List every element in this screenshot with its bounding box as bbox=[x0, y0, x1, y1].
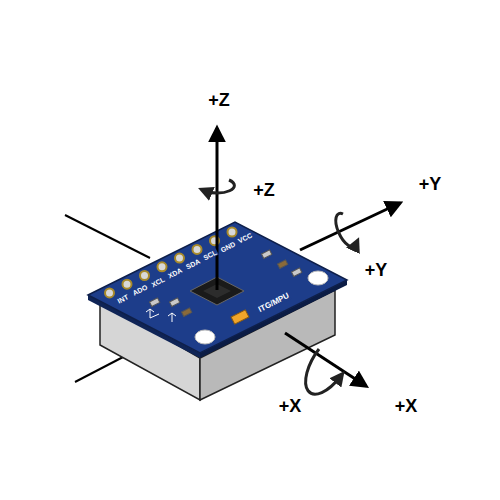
smd-resistor bbox=[262, 250, 272, 259]
axis-symbol bbox=[168, 313, 176, 322]
x-axis-line bbox=[65, 215, 150, 258]
pin-hole bbox=[105, 288, 114, 297]
axis-label: +Z bbox=[252, 181, 276, 199]
x-axis-arrow bbox=[285, 333, 366, 386]
led bbox=[231, 310, 249, 324]
axis-label: +X bbox=[278, 397, 303, 415]
z-rotation-arrow bbox=[205, 180, 234, 193]
pin-hole bbox=[175, 254, 184, 263]
pin-hole bbox=[123, 280, 132, 289]
axis-label: +X bbox=[394, 397, 419, 415]
mounting-hole bbox=[308, 271, 328, 285]
y-rotation-arrow bbox=[336, 213, 356, 246]
smd-capacitor bbox=[182, 308, 192, 317]
y-axis-arrow bbox=[300, 203, 400, 250]
z-axis-arrow bbox=[216, 128, 219, 290]
smd-resistor bbox=[150, 298, 160, 307]
axis-symbol bbox=[146, 309, 159, 318]
silkscreen-axes bbox=[146, 309, 176, 322]
axis-label: +Y bbox=[364, 261, 389, 279]
pin-hole bbox=[193, 245, 202, 254]
pin-hole bbox=[158, 262, 167, 271]
pin-hole bbox=[228, 228, 237, 237]
pin-hole bbox=[140, 271, 149, 280]
smd-parts bbox=[150, 250, 302, 324]
mounting-hole bbox=[195, 330, 215, 344]
smd-resistor bbox=[170, 298, 180, 307]
axis-label: +Y bbox=[418, 175, 443, 193]
x-rotation-arrow bbox=[306, 349, 340, 394]
smd-capacitor bbox=[278, 260, 288, 269]
smd-resistor bbox=[292, 268, 302, 277]
axis-label: +Z bbox=[207, 91, 231, 109]
